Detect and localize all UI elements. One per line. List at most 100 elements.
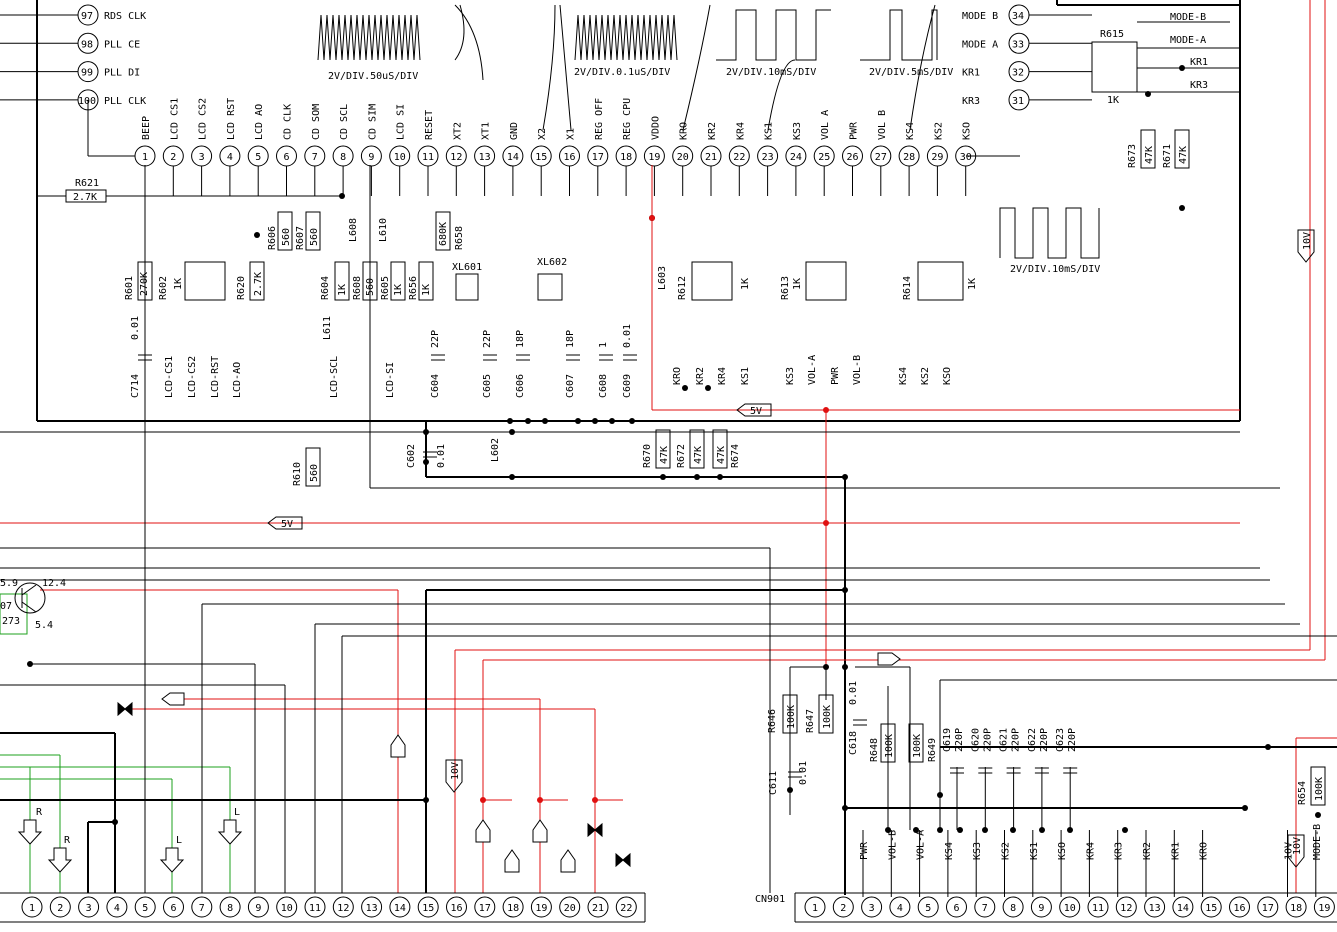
connector-pin	[1257, 896, 1279, 918]
ic-pin-label: KR1	[962, 68, 980, 79]
ic-pin-label: PWR	[849, 121, 860, 140]
ic-pin-number: 18	[620, 152, 632, 163]
net-label: KSO	[942, 367, 953, 385]
net-label: LCD-SI	[385, 362, 396, 398]
net-label: LCD-CS1	[164, 356, 175, 398]
comp-ref: R602	[158, 276, 169, 300]
connector-pin-number: 7	[199, 903, 205, 914]
comp-ref: R656	[408, 276, 419, 300]
comp-ref: R606	[267, 226, 278, 250]
comp-ref: R620	[236, 276, 247, 300]
connector-pin-number: 13	[1149, 903, 1161, 914]
comp-ref: R671	[1162, 144, 1173, 168]
ic-pin-number: 7	[312, 152, 318, 163]
resistor	[277, 211, 293, 251]
comp-ref: R604	[320, 276, 331, 300]
connector-pin	[49, 896, 71, 918]
connector-pin-number: 17	[479, 903, 491, 914]
ic-pin-number: 30	[960, 152, 972, 163]
ic-pin-number: 13	[479, 152, 491, 163]
flag-text: 5V	[750, 406, 762, 417]
comp-val: 100K	[1314, 777, 1325, 801]
flag-text: 10V	[1292, 837, 1303, 855]
connector-pin-number: 5	[142, 903, 148, 914]
comp-val: 1K	[421, 284, 432, 296]
comp-ref: R608	[352, 276, 363, 300]
connector-pin-number: 2	[840, 903, 846, 914]
crystal-xl601	[455, 273, 479, 301]
connector-pin-number: 18	[1290, 903, 1302, 914]
resistor	[435, 211, 451, 251]
waveform-label: 2V/DIV.10mS/DIV	[1010, 264, 1100, 275]
connector-net-label: KS4	[944, 842, 955, 860]
ic-pin-label: VOL A	[820, 110, 831, 140]
comp-val: 220P	[1067, 728, 1078, 752]
comp-ref: R673	[1127, 144, 1138, 168]
connector-pin	[1144, 896, 1166, 918]
comp-val: 47K	[693, 446, 704, 464]
ic-pin-label: VDDO	[650, 116, 661, 140]
ic-pin-number: 26	[847, 152, 859, 163]
comp-val: 0.01	[622, 324, 633, 348]
comp-val: 100K	[786, 705, 797, 729]
comp-val: 1K	[337, 284, 348, 296]
connector-pin	[1002, 896, 1024, 918]
connector-net-label: KR4	[1085, 842, 1096, 860]
ic-pin-number: 31	[1012, 96, 1024, 107]
connector-pin	[1229, 896, 1250, 918]
ic-pin-number: 99	[81, 68, 93, 79]
ic-pin-number: 23	[762, 152, 774, 163]
connector-pin-number: 13	[366, 903, 378, 914]
crystal-label: XL602	[537, 257, 567, 268]
comp-val: 220P	[1039, 728, 1050, 752]
ic-pin-number: 25	[818, 152, 830, 163]
comp-ref: C621	[999, 728, 1010, 752]
arrow-label: L	[234, 807, 240, 818]
resistor	[689, 429, 705, 469]
connector-pin	[974, 896, 996, 918]
net-label: VOL-B	[852, 355, 863, 385]
voltage-label: 12.4	[42, 578, 66, 589]
comp-val: 560	[309, 464, 320, 482]
connector-pin-number: 5	[925, 903, 931, 914]
comp-ref: R615	[1100, 29, 1124, 40]
ic-pin-number: 6	[284, 152, 290, 163]
connector-pin	[889, 896, 911, 918]
comp-val: 1K	[393, 284, 404, 296]
ic-pin-label: PLL CLK	[104, 96, 146, 107]
net-label: KS3	[785, 367, 796, 385]
red-lines	[0, 0, 1337, 893]
comp-val: 18P	[565, 330, 576, 348]
comp-val: 0.01	[848, 681, 859, 705]
connector-pin-number: 12	[1120, 903, 1132, 914]
connector-pin	[530, 896, 552, 918]
ic-pin-number: 33	[1012, 39, 1024, 50]
comp-ref: R621	[75, 178, 99, 189]
ic-pin-number: 22	[733, 152, 745, 163]
ic-pin-label: MODE A	[962, 39, 998, 50]
connector-pin-number: 2	[57, 903, 63, 914]
connector-pin-number: 10	[281, 903, 293, 914]
comp-val: 1K	[967, 278, 978, 290]
net-label: KS2	[920, 367, 931, 385]
connector-pin	[917, 896, 939, 918]
ic-pin-number: 19	[648, 152, 660, 163]
resistor-array-r612	[691, 261, 733, 301]
comp-ref: R605	[380, 276, 391, 300]
ic-pin-label: KRO	[679, 122, 690, 140]
comp-val: 22P	[430, 330, 441, 348]
connector-pin	[78, 896, 100, 918]
cn901-connector	[794, 892, 1337, 923]
comp-ref: C611	[768, 771, 779, 795]
ic-pin-label: CD CLK	[283, 104, 294, 140]
power-flag-5v	[736, 403, 772, 417]
comp-val: 0.01	[798, 761, 809, 785]
ic-pin-label: KR2	[707, 122, 718, 140]
comp-val: 47K	[1144, 146, 1155, 164]
connector-pin	[446, 896, 467, 918]
ic-pin-label: PLL DI	[104, 68, 140, 79]
connector-pin-number: 6	[171, 903, 177, 914]
connector-pin-number: 11	[1092, 903, 1104, 914]
resistor-array-r614	[917, 261, 964, 301]
